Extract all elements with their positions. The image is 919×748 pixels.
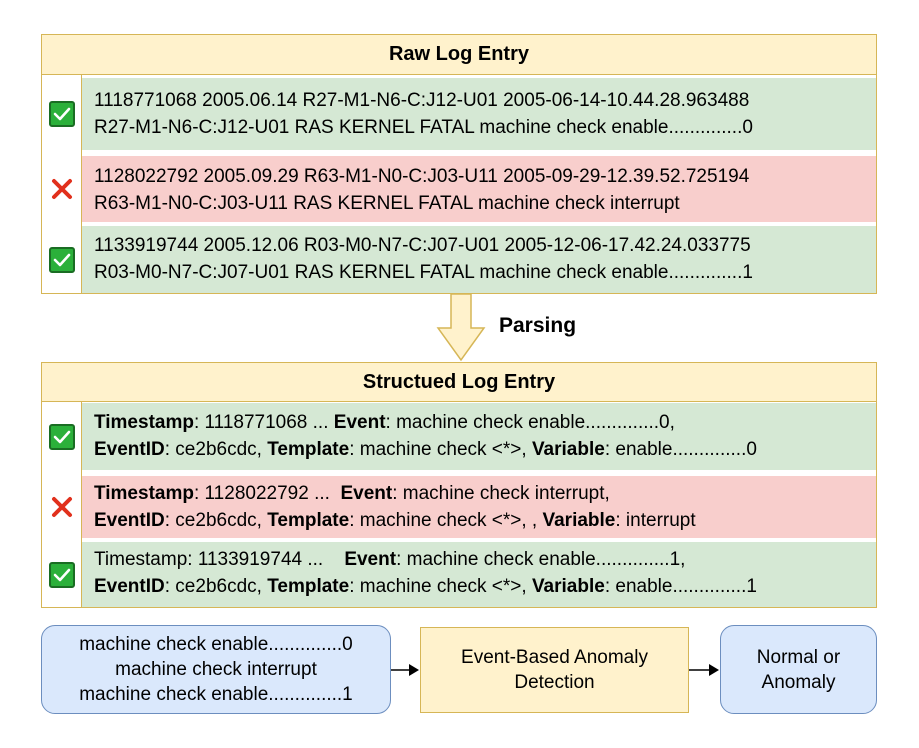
raw-entry-line: 1128022792 2005.09.29 R63-M1-N0-C:J03-U1… (94, 166, 750, 187)
structured-entry-3: Timestamp: 1133919744 ... Event: machine… (82, 542, 876, 607)
field-key: EventID (94, 510, 165, 531)
field-value: : machine check enable..............0, (385, 412, 675, 433)
field-value: : enable..............1 (604, 576, 757, 597)
structured-entry-line: Timestamp: 1118771068 ... Event: machine… (94, 409, 876, 436)
check-icon (48, 246, 75, 273)
structured-entry-line: Timestamp: 1133919744 ... Event: machine… (94, 546, 876, 573)
arrow-to-output (689, 664, 719, 676)
field-key: EventID (94, 439, 165, 460)
field-key: EventID (94, 576, 165, 597)
result-box: Normal or Anomaly (720, 625, 877, 714)
structured-entry-line: EventID: ce2b6cdc, Template: machine che… (94, 573, 876, 600)
structured-log-title: Structued Log Entry (42, 363, 876, 402)
raw-status-1 (42, 78, 81, 150)
raw-divider (81, 74, 82, 293)
field-key: Timestamp (94, 412, 194, 433)
field-value: : ce2b6cdc, (164, 576, 268, 597)
detector-label-line: Detection (514, 672, 595, 693)
field-key: Event (333, 412, 386, 433)
field-key: Template (267, 576, 350, 597)
field-key: Variable (531, 439, 605, 460)
raw-entry-3: 1133919744 2005.12.06 R03-M0-N7-C:J07-U0… (82, 226, 876, 293)
structured-status-1 (42, 403, 81, 470)
field-key: Event (340, 483, 393, 504)
field-value: : enable..............0 (604, 439, 757, 460)
structured-status-3 (42, 542, 81, 607)
raw-entry-2: 1128022792 2005.09.29 R63-M1-N0-C:J03-U1… (82, 156, 876, 222)
field-value: : interrupt (615, 510, 696, 531)
raw-log-title: Raw Log Entry (42, 35, 876, 75)
cross-icon (49, 176, 75, 202)
structured-entry-line: EventID: ce2b6cdc, Template: machine che… (94, 507, 876, 534)
field-key: Template (267, 510, 350, 531)
result-label-line: Anomaly (761, 671, 836, 693)
event-sequence-item: machine check interrupt (115, 659, 317, 680)
field-value: : machine check interrupt, (392, 483, 610, 504)
field-value: : 1118771068 ... (193, 412, 334, 433)
field-value: : ce2b6cdc, (164, 510, 268, 531)
structured-entry-1: Timestamp: 1118771068 ... Event: machine… (82, 403, 876, 470)
field-value: : machine check <*>, , (349, 510, 543, 531)
structured-entry-line: Timestamp: 1128022792 ... Event: machine… (94, 480, 876, 507)
arrow-to-detector (391, 664, 419, 676)
raw-entry-1: 1118771068 2005.06.14 R27-M1-N6-C:J12-U0… (82, 78, 876, 150)
parsing-arrow (436, 294, 486, 362)
field-key: Template (267, 439, 350, 460)
structured-status-2 (42, 476, 81, 538)
event-sequence-item: machine check enable..............1 (79, 684, 353, 705)
field-key: Variable (531, 576, 605, 597)
field-value: : machine check <*>, (349, 439, 532, 460)
field-value: : machine check <*>, (349, 576, 532, 597)
structured-entry-line: EventID: ce2b6cdc, Template: machine che… (94, 436, 876, 463)
structured-divider (81, 401, 82, 607)
check-icon (48, 423, 75, 450)
field-value: : 1128022792 ... (193, 483, 341, 504)
raw-entry-line: 1133919744 2005.12.06 R03-M0-N7-C:J07-U0… (94, 235, 751, 256)
anomaly-detection-box: Event-Based Anomaly Detection (420, 627, 689, 713)
check-icon (48, 561, 75, 588)
detector-label-line: Event-Based Anomaly (461, 647, 648, 668)
raw-entry-line: R27-M1-N6-C:J12-U01 RAS KERNEL FATAL mac… (94, 117, 753, 138)
raw-entry-line: R63-M1-N0-C:J03-U11 RAS KERNEL FATAL mac… (94, 193, 680, 214)
parsing-label: Parsing (499, 314, 577, 337)
raw-status-2 (42, 156, 81, 222)
structured-entry-2: Timestamp: 1128022792 ... Event: machine… (82, 476, 876, 538)
field-key: Timestamp (94, 483, 194, 504)
raw-entry-line: R03-M0-N7-C:J07-U01 RAS KERNEL FATAL mac… (94, 262, 753, 283)
field-value: Timestamp: 1133919744 ... (94, 549, 345, 570)
event-sequence-box: machine check enable..............0 mach… (41, 625, 391, 714)
field-key: Event (344, 549, 397, 570)
field-value: : ce2b6cdc, (164, 439, 268, 460)
raw-entry-line: 1118771068 2005.06.14 R27-M1-N6-C:J12-U0… (94, 90, 750, 111)
result-label-line: Normal or (756, 646, 841, 668)
cross-icon (49, 494, 75, 520)
event-sequence-item: machine check enable..............0 (79, 634, 353, 655)
field-key: Variable (542, 510, 616, 531)
check-icon (48, 101, 75, 127)
raw-status-3 (42, 226, 81, 293)
field-value: : machine check enable..............1, (396, 549, 686, 570)
